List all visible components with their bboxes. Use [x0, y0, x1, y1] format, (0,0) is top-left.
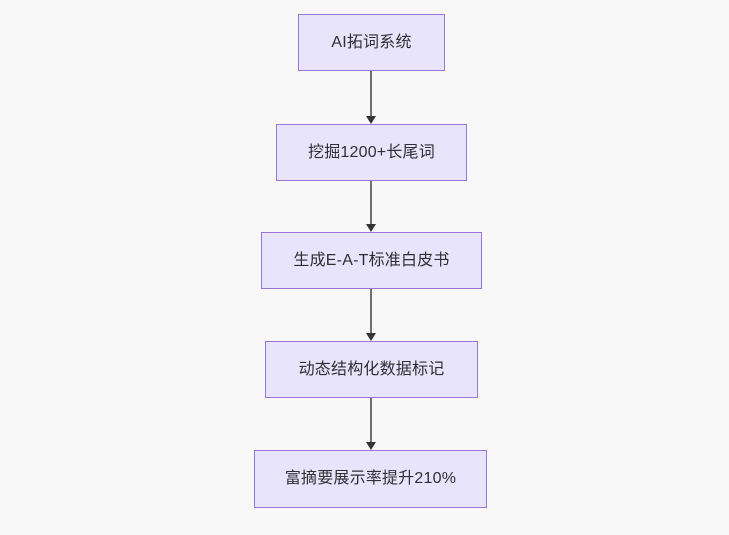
flow-node-n2[interactable]: 挖掘1200+长尾词 — [276, 124, 467, 181]
edge-line — [370, 71, 372, 116]
flow-node-label: 挖掘1200+长尾词 — [308, 143, 435, 161]
edge-line — [370, 181, 372, 224]
flow-node-label: AI拓词系统 — [331, 33, 412, 51]
flow-node-n1[interactable]: AI拓词系统 — [298, 14, 445, 71]
flow-node-label: 动态结构化数据标记 — [298, 360, 445, 378]
arrowhead-down-icon — [366, 333, 376, 341]
edge-line — [370, 289, 372, 333]
arrowhead-down-icon — [366, 442, 376, 450]
flow-node-label: 生成E-A-T标准白皮书 — [293, 251, 450, 269]
arrowhead-down-icon — [366, 116, 376, 124]
edge-line — [370, 398, 372, 442]
flow-node-n5[interactable]: 富摘要展示率提升210% — [254, 450, 487, 508]
flow-node-n3[interactable]: 生成E-A-T标准白皮书 — [261, 232, 482, 289]
flow-node-n4[interactable]: 动态结构化数据标记 — [265, 341, 478, 398]
arrowhead-down-icon — [366, 224, 376, 232]
flow-node-label: 富摘要展示率提升210% — [284, 470, 457, 488]
